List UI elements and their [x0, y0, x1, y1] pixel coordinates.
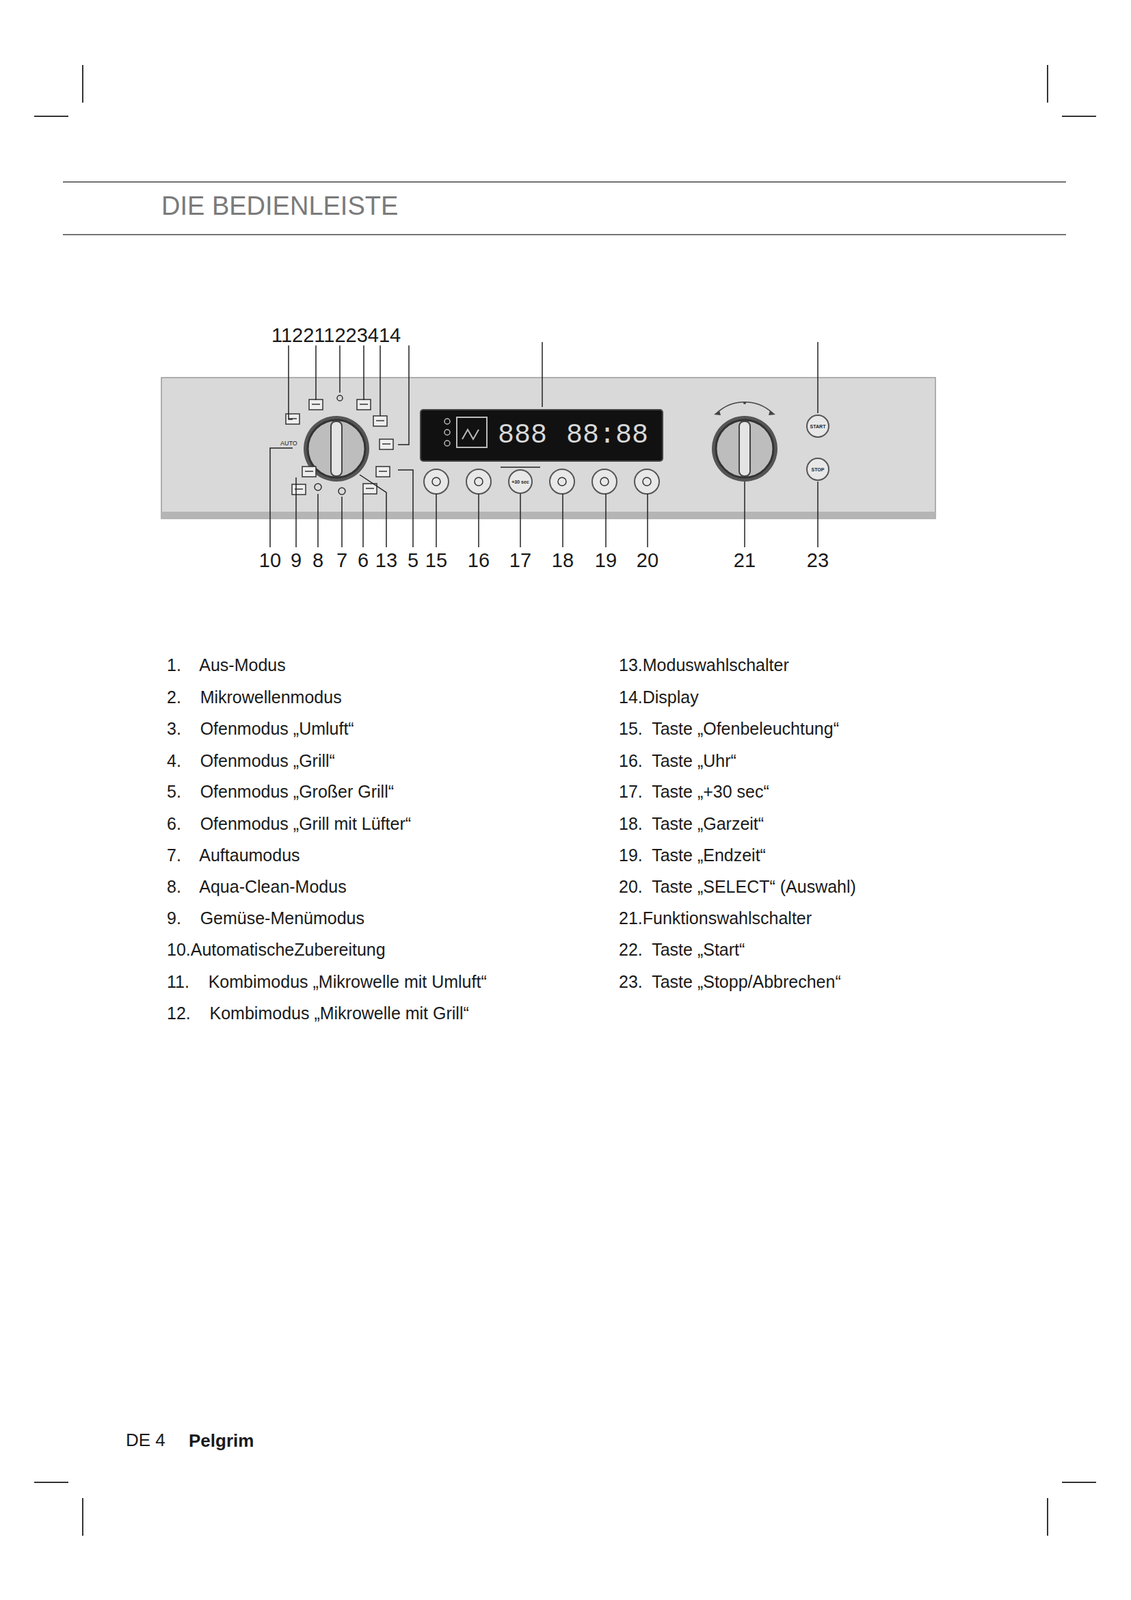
callout-number: 112211223414 [271, 324, 401, 347]
legend-item: 10.AutomatischeZubereitung [166, 939, 386, 960]
mode-icon [302, 466, 316, 477]
mode-icon [376, 466, 390, 477]
page-title: DIE BEDIENLEISTE [161, 191, 398, 221]
mode-icon [291, 484, 306, 495]
round-button [466, 469, 491, 494]
callout-number: 17 [509, 549, 532, 572]
button-symbol [600, 477, 609, 486]
display-panel: 888 88:88 [419, 408, 664, 462]
legend-item: 2. Mikrowellenmodus [166, 687, 342, 708]
icon-stroke [359, 403, 368, 405]
mode-icon [379, 438, 394, 450]
button-symbol [474, 477, 483, 486]
legend-item: 21.Funktionswahlschalter [618, 908, 812, 928]
callout-number: 7 [336, 549, 348, 572]
callout-number: 23 [806, 549, 829, 572]
page-footer: Pelgrim [188, 1429, 254, 1452]
callout-number: 20 [636, 549, 659, 572]
drop-icon [314, 483, 322, 491]
callout-number: AUTO [280, 439, 298, 447]
legend-item: 12. Kombimodus „Mikrowelle mit Grill“ [166, 1003, 470, 1023]
icon-stroke [382, 443, 391, 445]
callout-number: 9 [290, 549, 302, 572]
legend-item: 9. Gemüse-Menümodus [166, 908, 365, 928]
mode-icon [356, 399, 371, 410]
stop-button: STOP [806, 457, 830, 481]
button-label: STOP [811, 467, 825, 472]
round-button: +30 sec [508, 469, 533, 494]
button-symbol [432, 477, 441, 486]
legend-item: 3. Ofenmodus „Umluft“ [166, 718, 355, 739]
callout-number: 5 [407, 549, 419, 572]
icon-stroke [311, 403, 321, 405]
legend-item: 4. Ofenmodus „Grill“ [166, 750, 336, 771]
callout-number: 13 [375, 549, 398, 572]
icon-stroke [304, 470, 314, 472]
round-button [549, 469, 575, 494]
callout-number: 16 [467, 549, 490, 572]
icon-stroke [376, 419, 385, 422]
round-button [592, 469, 617, 494]
legend-item: 8. Aqua-Clean-Modus [166, 876, 347, 897]
legend-item: 6. Ofenmodus „Grill mit Lüfter“ [166, 813, 411, 834]
mode-icon [373, 415, 388, 427]
button-symbol [557, 477, 567, 486]
display-icons [423, 411, 493, 460]
callout-number: 15 [425, 549, 448, 572]
start-button: START [806, 414, 830, 438]
legend-item: 22. Taste „Start“ [618, 939, 745, 960]
button-label: +30 sec [511, 479, 530, 485]
legend-item: 16. Taste „Uhr“ [618, 750, 737, 771]
display-digits: 888 [497, 419, 548, 451]
legend-item: 23. Taste „Stopp/Abbrechen“ [618, 971, 842, 992]
button-label: START [810, 423, 827, 429]
display-oven-icon [462, 429, 479, 439]
legend-item: 14.Display [618, 687, 699, 708]
drop-icon [338, 487, 346, 495]
callout-number: 6 [357, 549, 369, 572]
callout-number: 8 [312, 549, 324, 572]
page-footer: DE 4 [125, 1429, 166, 1451]
legend-item: 20. Taste „SELECT“ (Auswahl) [618, 876, 857, 897]
legend-item: 18. Taste „Garzeit“ [618, 813, 764, 834]
display-indicator [444, 418, 450, 424]
round-button [634, 469, 660, 494]
display-digits: 88:88 [566, 419, 649, 451]
callout-number: 18 [551, 549, 574, 572]
legend-item: 17. Taste „+30 sec“ [618, 781, 770, 802]
legend-item: 15. Taste „Ofenbeleuchtung“ [618, 718, 840, 739]
legend-item: 7. Auftaumodus [166, 845, 301, 866]
callout-number: 19 [594, 549, 617, 572]
round-button [423, 469, 449, 494]
display-indicator [444, 440, 450, 446]
legend-item: 19. Taste „Endzeit“ [618, 845, 766, 866]
display-indicator [444, 429, 450, 435]
mode-icon [309, 399, 323, 410]
legend-item: 1. Aus-Modus [166, 655, 286, 675]
icon-stroke [378, 470, 388, 472]
callout-number: 21 [733, 549, 756, 572]
legend-item: 5. Ofenmodus „Großer Grill“ [166, 781, 394, 802]
legend-item: 13.Moduswahlschalter [618, 655, 790, 675]
callout-number: 10 [259, 549, 282, 572]
icon-stroke [365, 487, 375, 489]
display-oven-icon [456, 417, 487, 448]
button-symbol [642, 477, 651, 486]
legend-item: 11. Kombimodus „Mikrowelle mit Umluft“ [166, 971, 487, 992]
